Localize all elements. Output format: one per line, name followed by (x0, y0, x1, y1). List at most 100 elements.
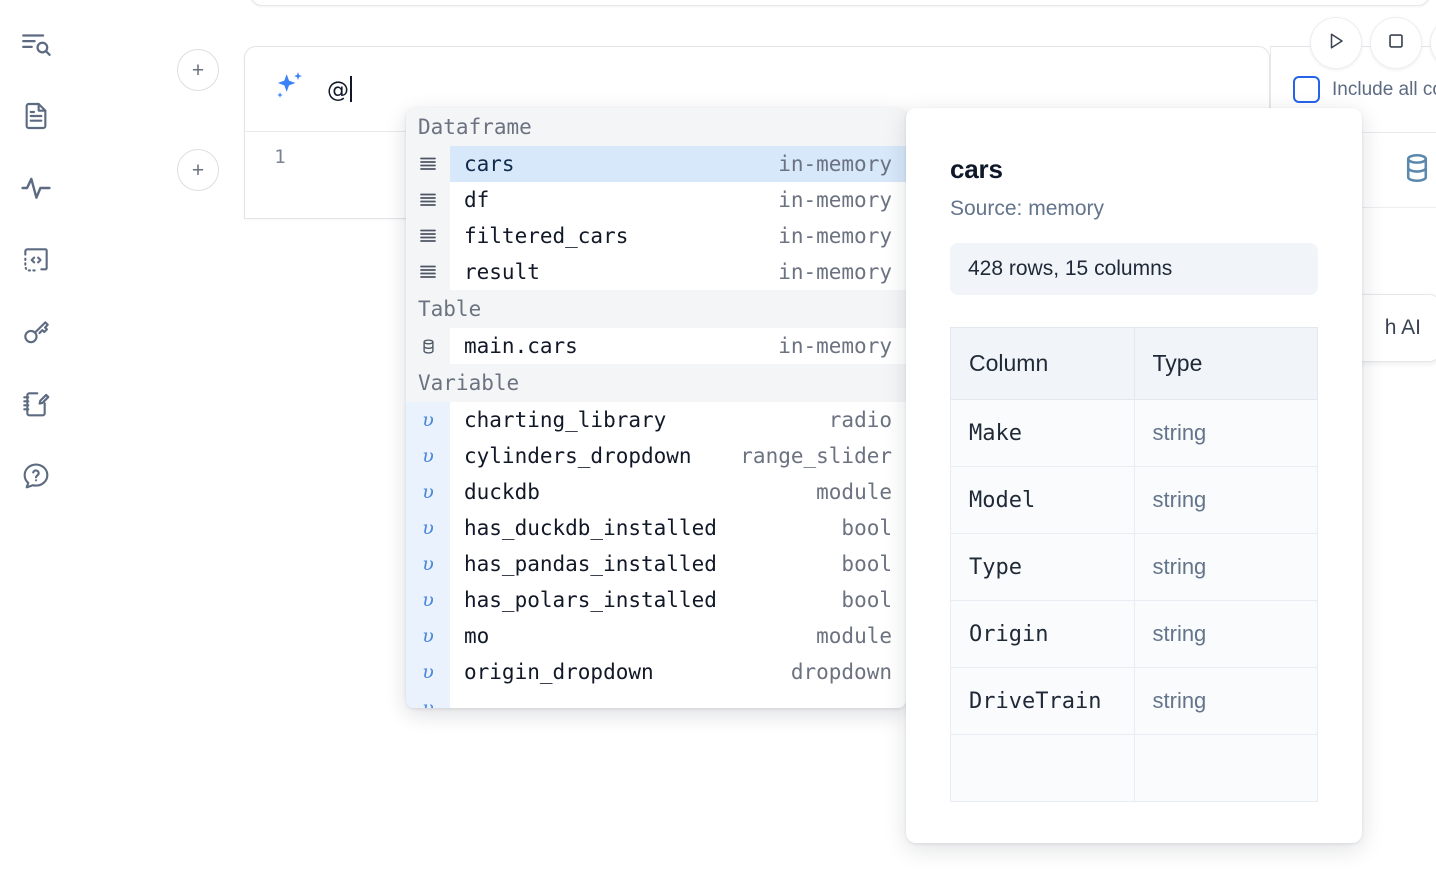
autocomplete-group-header-variable: Variable (406, 364, 906, 402)
autocomplete-item-cylinders-dropdown[interactable]: υ cylinders_dropdown range_slider (406, 438, 906, 474)
preview-schema-table: Column Type Make string Model string Typ… (950, 327, 1318, 802)
cell-above-partial[interactable] (250, 0, 1430, 6)
upsilon-variable-icon: υ (406, 438, 450, 474)
run-cell-button[interactable] (1310, 17, 1362, 69)
autocomplete-item-name: df (464, 188, 490, 212)
preview-header-column: Column (950, 327, 1135, 400)
preview-stats: 428 rows, 15 columns (950, 243, 1318, 295)
autocomplete-item-meta: module (816, 480, 892, 504)
autocomplete-item-name: has_duckdb_installed (464, 516, 717, 540)
preview-header-type: Type (1133, 327, 1318, 400)
autocomplete-item-meta: bool (841, 588, 892, 612)
sidebar-item-outline[interactable] (10, 90, 62, 142)
include-all-code-checkbox-wrap[interactable]: Include all code (1293, 76, 1436, 103)
autocomplete-item-meta: range_slider (740, 444, 892, 468)
table-row-clipped (950, 734, 1318, 802)
ai-prompt-value: @ (327, 77, 349, 103)
autocomplete-item-has-polars-installed[interactable]: υ has_polars_installed bool (406, 582, 906, 618)
preview-column-type: string (1133, 466, 1318, 534)
autocomplete-item-duckdb[interactable]: υ duckdb module (406, 474, 906, 510)
database-icon (406, 328, 450, 364)
autocomplete-item-name: origin_dropdown (464, 660, 654, 684)
include-all-code-label: Include all code (1332, 78, 1436, 100)
document-icon (20, 100, 52, 132)
stop-square-icon (1385, 30, 1407, 57)
upsilon-variable-icon: υ (406, 474, 450, 510)
preview-title: cars (950, 154, 1003, 184)
table-row: Origin string (950, 600, 1318, 668)
autocomplete-item-meta: radio (828, 408, 892, 432)
autocomplete-item-name: duckdb (464, 480, 540, 504)
autocomplete-item-meta: in-memory (778, 188, 892, 212)
autocomplete-item-name: mo (464, 624, 490, 648)
autocomplete-item-filtered-cars[interactable]: filtered_cars in-memory (406, 218, 906, 254)
ai-prompt-row[interactable]: @ (245, 47, 1269, 131)
preview-column-name: Model (950, 466, 1135, 534)
autocomplete-item-main-cars[interactable]: main.cars in-memory (406, 328, 906, 364)
add-cell-button-top[interactable]: + (177, 49, 219, 91)
upsilon-variable-icon: υ (406, 546, 450, 582)
code-editor-row[interactable]: 1 (245, 132, 1269, 218)
sparkle-icon (269, 67, 309, 112)
include-all-code-checkbox[interactable] (1293, 76, 1320, 103)
file-explorer-search-icon (19, 27, 53, 61)
upsilon-variable-icon: υ (406, 690, 450, 708)
preview-header-row: Column Type (950, 327, 1318, 400)
notebook-pencil-icon (20, 388, 52, 420)
sidebar-item-help[interactable] (10, 450, 62, 502)
dataframe-rows-icon (406, 182, 450, 218)
autocomplete-item-df[interactable]: df in-memory (406, 182, 906, 218)
preview-column-type: string (1133, 667, 1318, 735)
autocomplete-item-mo[interactable]: υ mo module (406, 618, 906, 654)
preview-source: Source: memory (950, 197, 1105, 220)
autocomplete-item-meta: in-memory (778, 334, 892, 358)
autocomplete-item-meta: module (816, 624, 892, 648)
table-row: Make string (950, 399, 1318, 467)
mention-autocomplete-dropdown[interactable]: Dataframe cars in-memory (406, 108, 906, 708)
table-row: Type string (950, 533, 1318, 601)
sidebar-item-file-explorer[interactable] (10, 18, 62, 70)
code-snippet-icon (20, 244, 52, 276)
autocomplete-item-has-pandas-installed[interactable]: υ has_pandas_installed bool (406, 546, 906, 582)
autocomplete-item-cars[interactable]: cars in-memory (406, 146, 906, 182)
sidebar-item-dependency-graph[interactable] (10, 162, 62, 214)
preview-table-head: Column Type (950, 327, 1318, 400)
stop-cell-button[interactable] (1370, 17, 1422, 69)
upsilon-variable-icon: υ (406, 510, 450, 546)
sidebar-item-secrets[interactable] (10, 306, 62, 358)
autocomplete-item-origin-dropdown[interactable]: υ origin_dropdown dropdown (406, 654, 906, 690)
line-number: 1 (274, 146, 286, 168)
autocomplete-item-clipped[interactable]: υ (406, 690, 906, 708)
ai-prompt-input[interactable]: @ (327, 75, 352, 103)
autocomplete-item-charting-library[interactable]: υ charting_library radio (406, 402, 906, 438)
preview-column-name: Origin (950, 600, 1135, 668)
autocomplete-item-meta: in-memory (778, 152, 892, 176)
preview-column-name (950, 734, 1135, 802)
autocomplete-item-name: charting_library (464, 408, 667, 432)
autocomplete-item-name: result (464, 260, 540, 284)
run-controls (1310, 17, 1436, 69)
more-actions-button[interactable] (1430, 17, 1436, 69)
autocomplete-item-name: main.cars (464, 334, 578, 358)
autocomplete-item-has-duckdb-installed[interactable]: υ has_duckdb_installed bool (406, 510, 906, 546)
autocomplete-item-name: has_pandas_installed (464, 552, 717, 576)
preview-table-body: Make string Model string Type string Ori… (950, 399, 1318, 802)
key-icon (20, 316, 52, 348)
table-row: DriveTrain string (950, 667, 1318, 735)
autocomplete-group-header-table: Table (406, 290, 906, 328)
preview-column-name: DriveTrain (950, 667, 1135, 735)
autocomplete-item-result[interactable]: result in-memory (406, 254, 906, 290)
autocomplete-group-header-dataframe: Dataframe (406, 108, 906, 146)
autocomplete-item-meta: bool (841, 516, 892, 540)
autocomplete-item-meta: dropdown (790, 660, 892, 684)
sidebar-item-scratchpad[interactable] (10, 378, 62, 430)
preview-column-type: string (1133, 533, 1318, 601)
autocomplete-item-meta: in-memory (778, 260, 892, 284)
play-icon (1324, 29, 1348, 58)
text-caret (350, 75, 352, 102)
add-cell-button-bottom[interactable]: + (177, 149, 219, 191)
sidebar-item-snippets[interactable] (10, 234, 62, 286)
autocomplete-item-name: has_polars_installed (464, 588, 717, 612)
autocomplete-item-meta: bool (841, 552, 892, 576)
database-icon[interactable] (1400, 151, 1434, 190)
